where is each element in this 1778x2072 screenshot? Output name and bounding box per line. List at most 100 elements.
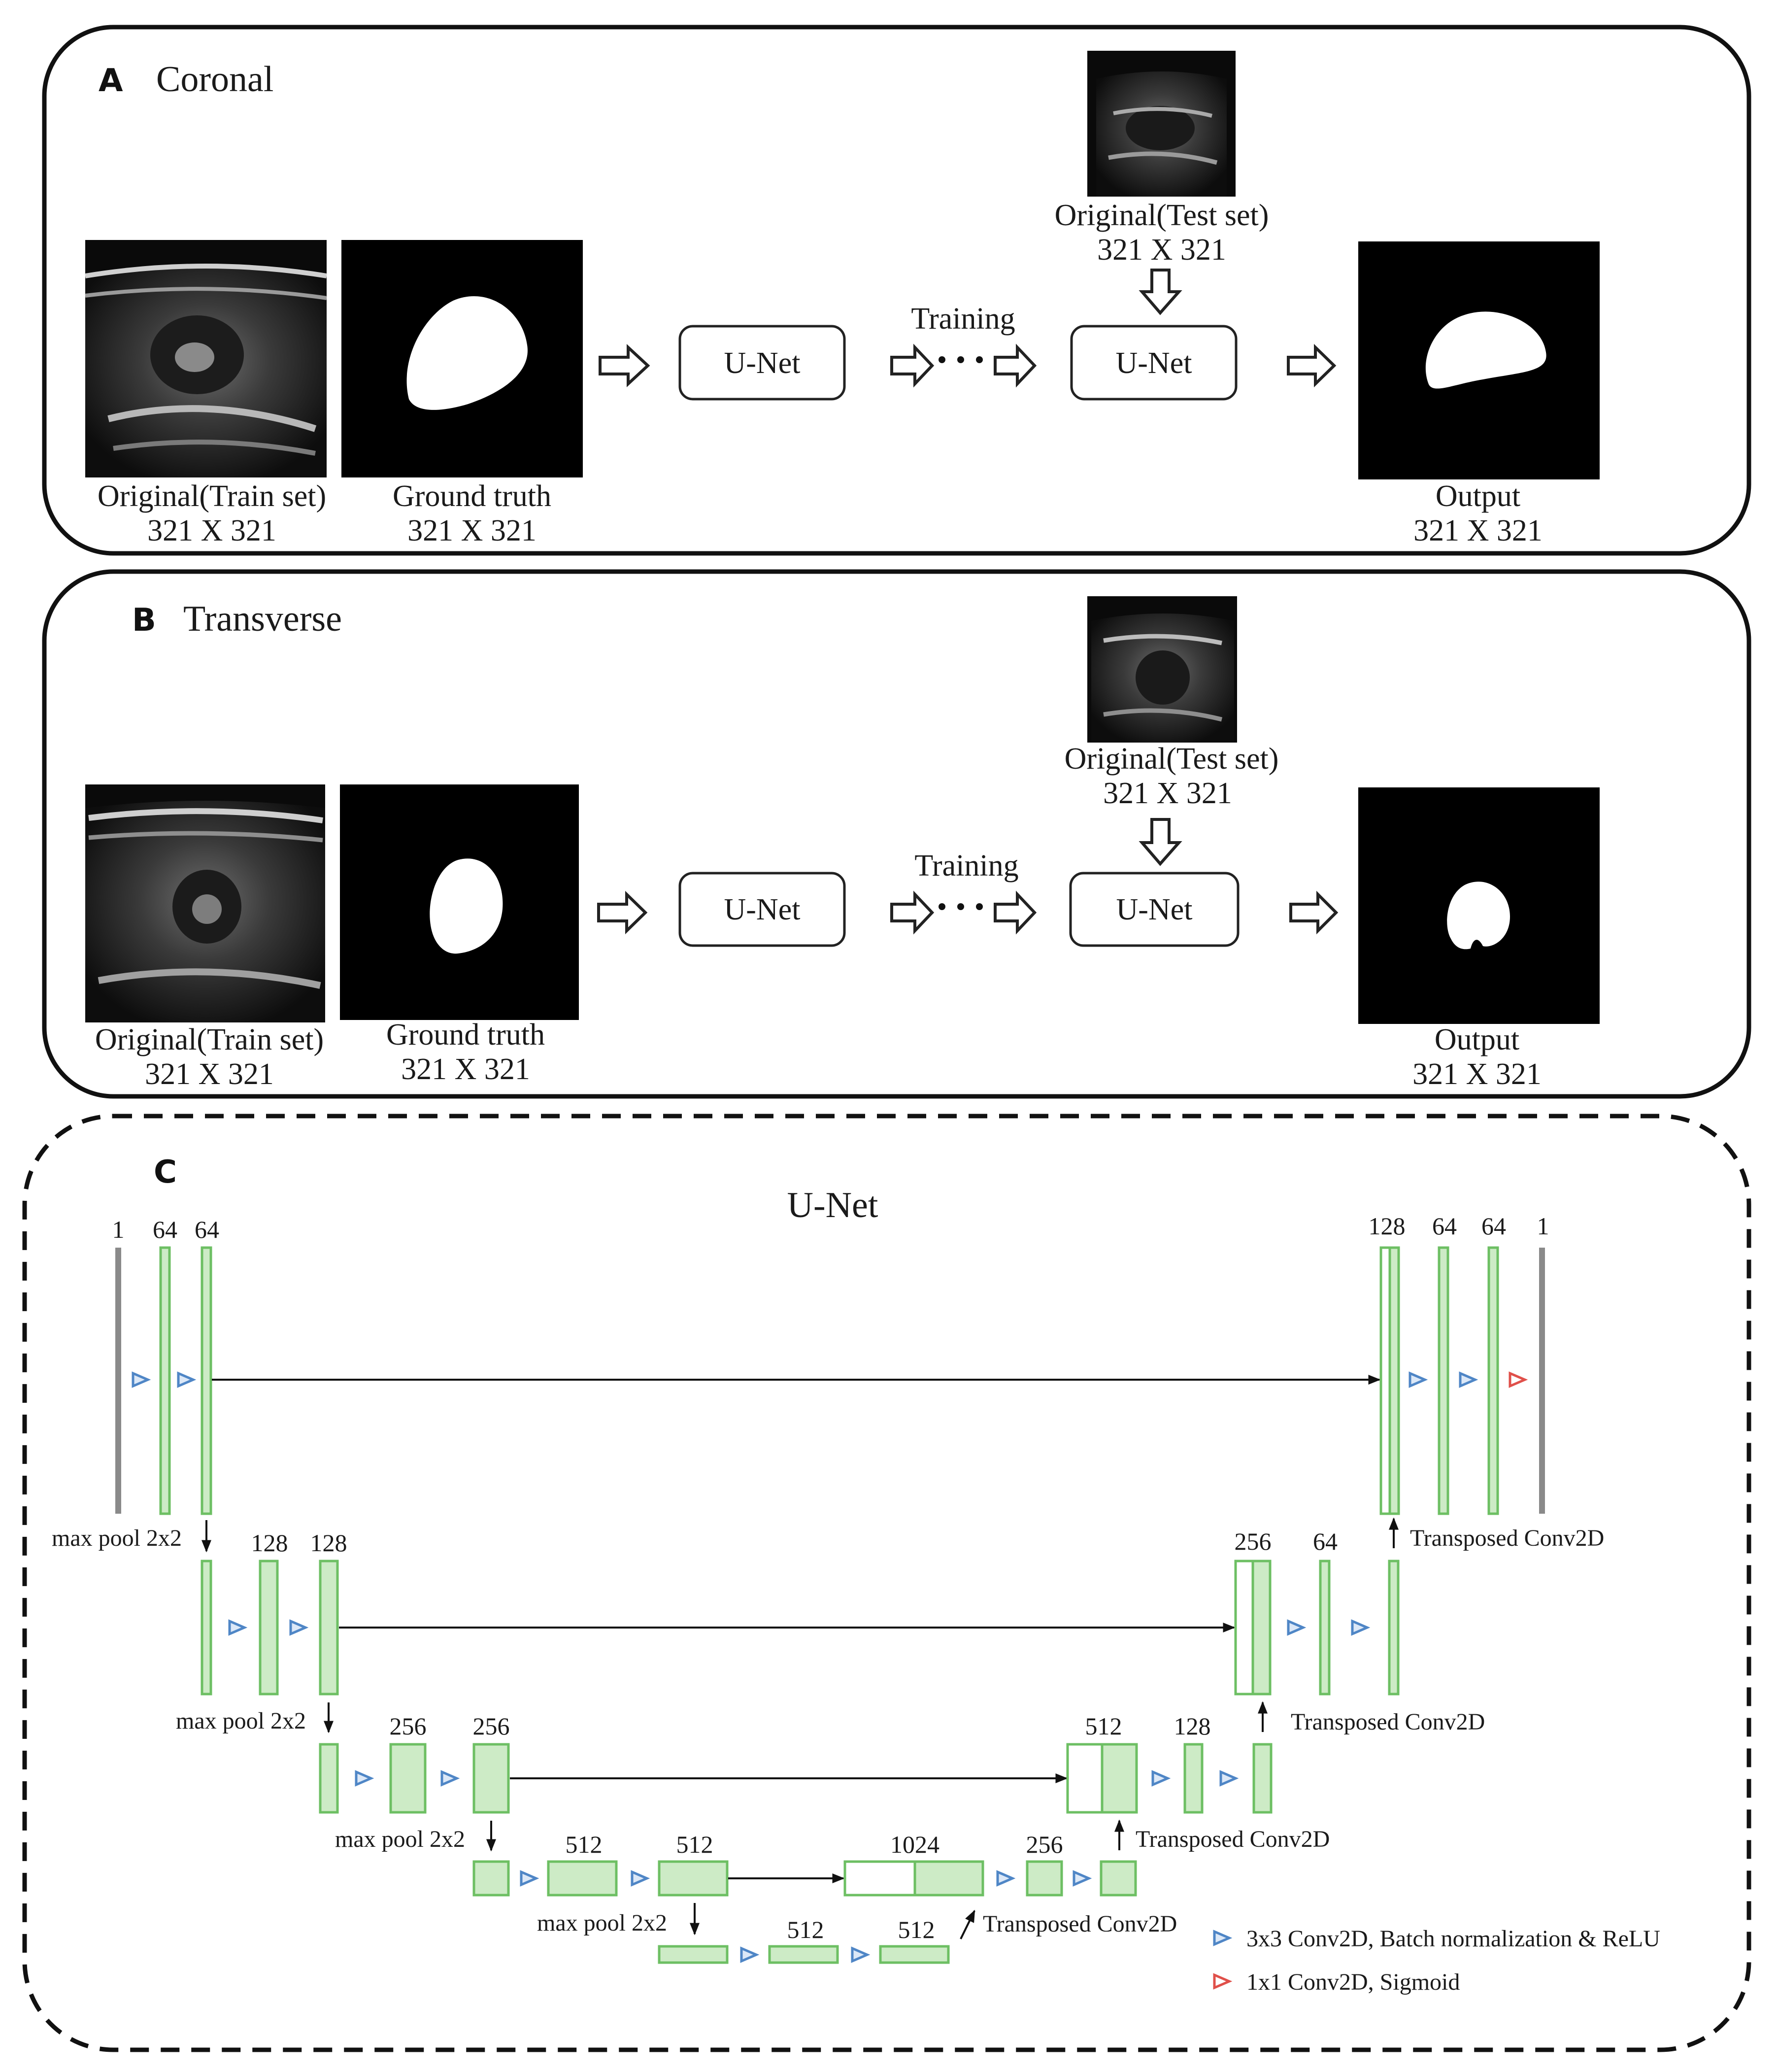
panel-b-frame xyxy=(42,569,1751,1099)
max-pool-label: max pool 2x2 xyxy=(176,1708,306,1734)
conv-triangle-icon xyxy=(1409,1371,1428,1388)
max-pool-label: max pool 2x2 xyxy=(52,1525,182,1551)
unet-box-1 xyxy=(678,325,846,401)
ground-truth-caption: Ground truth xyxy=(386,1018,545,1052)
feature-map-block xyxy=(1183,1743,1204,1814)
feature-map-block xyxy=(1101,1743,1138,1814)
train-size: 321 X 321 xyxy=(147,514,276,547)
channel-label: 128 xyxy=(310,1529,347,1557)
transposed-conv-label: Transposed Conv2D xyxy=(983,1911,1177,1937)
input-layer-bar xyxy=(115,1248,121,1514)
channel-label: 1 xyxy=(112,1216,125,1243)
hollow-arrow-icon xyxy=(597,890,648,935)
training-label: Training xyxy=(914,849,1018,883)
output-layer-bar xyxy=(1539,1248,1545,1514)
train-size: 321 X 321 xyxy=(145,1057,274,1091)
hollow-arrow-icon xyxy=(1287,343,1337,388)
panel-a-title: Coronal xyxy=(156,59,273,100)
panel-c: C U-Net 1 64 64 128 64 64 1 max pool 2x2… xyxy=(22,1114,1751,2052)
feature-map-block xyxy=(658,1860,729,1897)
ellipsis-dots xyxy=(939,356,983,363)
feature-map-block xyxy=(201,1246,212,1515)
output-mask xyxy=(1358,787,1600,1024)
channel-label: 512 xyxy=(898,1916,935,1943)
panel-b: B Transverse Original(Train set) 321 X 3… xyxy=(42,569,1751,1099)
conv-triangle-icon xyxy=(1219,1770,1239,1787)
channel-label: 64 xyxy=(195,1216,219,1243)
feature-map-block xyxy=(1438,1246,1449,1515)
max-pool-label: max pool 2x2 xyxy=(335,1826,465,1852)
legend: 3x3 Conv2D, Batch normalization & ReLU 1… xyxy=(1213,1926,1660,1995)
legend-sigmoid-label: 1x1 Conv2D, Sigmoid xyxy=(1246,1969,1460,1995)
ground-truth-mask xyxy=(341,240,583,477)
legend-conv-icon xyxy=(1213,1930,1233,1946)
legend-sigmoid-icon xyxy=(1213,1973,1233,1990)
test-size: 321 X 321 xyxy=(1097,233,1226,267)
output-caption: Output xyxy=(1436,479,1520,513)
feature-map-block xyxy=(1319,1560,1331,1696)
channel-label: 64 xyxy=(1432,1212,1457,1240)
ground-truth-size: 321 X 321 xyxy=(401,1053,530,1086)
conv-triangle-icon xyxy=(440,1770,460,1787)
feature-map-block xyxy=(201,1560,212,1696)
concat-block xyxy=(1234,1560,1254,1696)
concat-block xyxy=(1066,1743,1104,1814)
test-ultrasound-image xyxy=(1087,596,1237,743)
channel-label: 128 xyxy=(251,1529,288,1557)
conv-triangle-icon xyxy=(1151,1770,1171,1787)
hollow-arrow-icon xyxy=(1289,890,1339,935)
output-size: 321 X 321 xyxy=(1413,514,1543,547)
conv-triangle-icon xyxy=(1351,1619,1371,1636)
test-ultrasound-image xyxy=(1087,51,1236,197)
channel-label: 128 xyxy=(1174,1712,1211,1740)
channel-label: 512 xyxy=(787,1916,824,1943)
channel-label: 128 xyxy=(1369,1212,1406,1240)
unet-box-1-label: U-Net xyxy=(724,346,801,380)
train-ultrasound-image xyxy=(85,240,327,477)
ground-truth-mask xyxy=(340,784,579,1020)
conv-triangle-icon xyxy=(1287,1619,1307,1636)
ground-truth-caption: Ground truth xyxy=(393,479,551,513)
channel-label: 256 xyxy=(1235,1528,1272,1555)
test-caption: Original(Test set) xyxy=(1065,742,1279,776)
hollow-arrow-icon xyxy=(994,343,1037,388)
unet-box-1 xyxy=(678,872,846,947)
unet-box-2 xyxy=(1070,325,1238,401)
conv-triangle-icon xyxy=(1073,1870,1092,1887)
unet-box-2 xyxy=(1069,872,1240,947)
unet-box-1-label: U-Net xyxy=(724,893,801,926)
panel-a-letter: A xyxy=(99,63,123,99)
panel-a-frame xyxy=(42,25,1751,556)
channel-label: 64 xyxy=(1481,1212,1506,1240)
conv-triangle-icon xyxy=(355,1770,374,1787)
conv-triangle-icon xyxy=(520,1870,539,1887)
concat-block xyxy=(1379,1246,1391,1515)
channel-label: 256 xyxy=(1026,1831,1063,1858)
panel-c-title: U-Net xyxy=(787,1185,878,1225)
feature-map-block xyxy=(319,1560,339,1696)
train-caption: Original(Train set) xyxy=(95,1023,324,1056)
bottleneck-block xyxy=(768,1945,839,1964)
bottleneck-block xyxy=(658,1945,729,1964)
feature-map-block xyxy=(1026,1860,1063,1897)
feature-map-block xyxy=(1388,1246,1400,1515)
unet-box-2-label: U-Net xyxy=(1116,346,1192,380)
panel-c-letter: C xyxy=(154,1154,177,1190)
concat-block xyxy=(843,1860,916,1897)
sigmoid-triangle-icon xyxy=(1509,1371,1528,1388)
hollow-arrow-icon xyxy=(890,343,935,388)
output-mask xyxy=(1358,241,1600,479)
training-label: Training xyxy=(911,302,1015,336)
conv-triangle-icon xyxy=(132,1371,151,1388)
ellipsis-dots xyxy=(939,903,983,910)
panel-b-title: Transverse xyxy=(183,599,342,639)
feature-map-block xyxy=(913,1860,984,1897)
conv-triangle-icon xyxy=(631,1870,650,1887)
feature-map-block xyxy=(547,1860,618,1897)
feature-map-block xyxy=(1251,1560,1272,1696)
transposed-conv-label: Transposed Conv2D xyxy=(1410,1525,1604,1551)
hollow-arrow-icon xyxy=(994,890,1037,935)
panel-b-letter: B xyxy=(132,602,156,639)
feature-map-block xyxy=(1100,1860,1137,1897)
